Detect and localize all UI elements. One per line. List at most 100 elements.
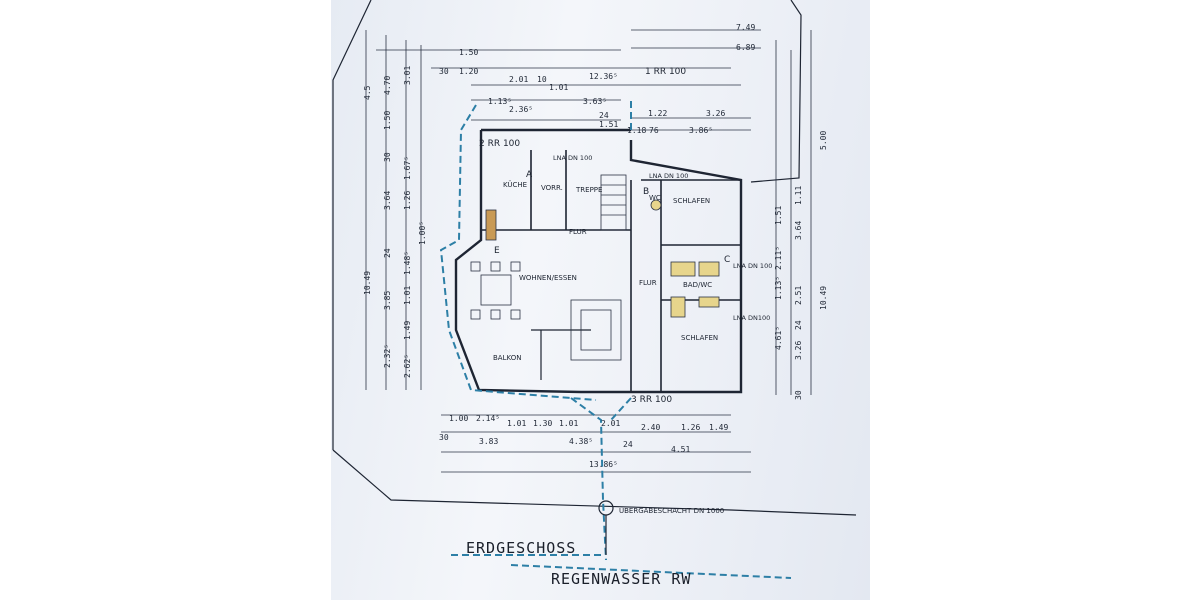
dim-left-6: 1.67⁵ — [403, 156, 412, 180]
dim-right-2: 1.11 — [794, 186, 803, 205]
dim-bottom-4: 1.30 — [533, 419, 552, 428]
dim-left-11: 1.01 — [403, 286, 412, 305]
dim-bottom-3: 1.01 — [507, 419, 526, 428]
dim-top-14: 1.51 — [599, 120, 618, 129]
dim-right-6: 1.13⁵ — [774, 276, 783, 300]
bathroom-fixtures — [485, 199, 720, 318]
pipe-label-lna2: LNA DN 100 — [649, 172, 688, 180]
room-label-wc: WC — [649, 194, 661, 202]
dim-bottom-6: 2.01 — [601, 419, 620, 428]
room-label-kueche: KÜCHE — [503, 180, 527, 189]
dim-left-8: 1.00⁵ — [418, 221, 427, 245]
dim-top-16: 76 — [649, 126, 659, 135]
dim-top-7: 3.63⁵ — [583, 97, 607, 106]
dim-top-6: 2.36⁵ — [509, 105, 533, 114]
plan-subtitle: REGENWASSER RW — [551, 570, 691, 588]
marker-b: B — [643, 187, 649, 197]
dim-left-12: 3.85 — [383, 291, 392, 310]
dim-right-11: 30 — [794, 390, 803, 400]
dim-left-15: 2.62⁵ — [403, 354, 412, 378]
shaft-symbol — [598, 500, 614, 516]
plan-title: ERDGESCHOSS — [466, 539, 576, 557]
sheet-border-bottom — [332, 449, 857, 516]
dim-top-4: 1.01 — [549, 83, 568, 92]
dims-right-group: 5.00 1.11 1.51 3.64 2.11⁵ 1.13⁵ 2.51 10.… — [774, 131, 828, 400]
dim-top-12: 1.22 — [648, 109, 667, 118]
floor-plan-drawing: KÜCHE VORR. TREPPE FLUR WOHNEN/ESSEN BAL… — [332, 0, 857, 588]
pipe-label-lna4: LNA DN100 — [733, 314, 770, 322]
dim-right-7: 2.51 — [794, 286, 803, 305]
dimension-lines-bottom — [441, 414, 751, 473]
room-label-bad: BAD/WC — [683, 281, 712, 289]
room-label-flur-left: FLUR — [569, 228, 587, 236]
shaft-label: ÜBERGABESCHACHT DN 1000 — [619, 506, 724, 515]
dim-bottom-14: 30 — [439, 433, 449, 442]
rainwater-pipes — [439, 100, 792, 579]
sheet-border-left — [332, 0, 372, 450]
dim-bottom-10: 3.83 — [479, 437, 498, 446]
dim-right-1: 5.00 — [819, 131, 828, 150]
dim-right-8: 10.49 — [819, 286, 828, 310]
dim-left-10: 1.48⁵ — [403, 251, 412, 275]
dim-bottom-2: 2.14⁵ — [476, 414, 500, 423]
dim-right-3: 1.51 — [774, 206, 783, 225]
dim-top-19: 24 — [599, 111, 609, 120]
marker-e: E — [494, 246, 500, 256]
pipe-label-lna3: LNA DN 100 — [733, 262, 772, 270]
dim-left-2: 4.70 — [383, 76, 392, 95]
dim-bottom-9: 1.49 — [709, 423, 728, 432]
pipe-label-rr2: 2 RR 100 — [479, 139, 520, 149]
dim-left-9: 10.49 — [363, 271, 372, 295]
room-label-treppe: TREPPE — [575, 186, 602, 194]
outer-walls — [454, 128, 743, 394]
staircase — [600, 174, 627, 231]
dining-table — [470, 261, 521, 320]
room-label-wohnen: WOHNEN/ESSEN — [519, 274, 577, 282]
dim-left-17: 24 — [383, 248, 392, 258]
dim-top-15: 1.18 — [627, 126, 646, 135]
dim-top-9: 3.86⁵ — [689, 126, 713, 135]
interior-walls — [481, 150, 741, 392]
dim-left-4: 1.50 — [383, 111, 392, 130]
dim-right-12: 24 — [794, 320, 803, 330]
dim-bottom-5: 1.01 — [559, 419, 578, 428]
sofa-group — [570, 299, 622, 361]
dim-top-2: 1.20 — [459, 67, 478, 76]
dim-top-8: 3.26 — [706, 109, 725, 118]
dim-top-1: 1.50 — [459, 48, 478, 57]
floor-plan-sheet: KÜCHE VORR. TREPPE FLUR WOHNEN/ESSEN BAL… — [331, 0, 870, 600]
dim-right-9: 4.61⁵ — [774, 326, 783, 350]
room-label-balkon: BALKON — [493, 354, 521, 362]
marker-c: C — [724, 255, 730, 265]
dim-left-7: 1.26 — [403, 191, 412, 210]
dimension-lines-right — [775, 30, 812, 395]
dim-right-4: 3.64 — [794, 221, 803, 240]
room-label-vorr: VORR. — [541, 184, 563, 192]
dimension-lines-left — [365, 30, 422, 390]
dims-left-group: 4.5 4.70 3.01 1.50 3.64 1.67⁵ 1.26 1.00⁵… — [363, 66, 427, 378]
dim-top-17: 30 — [439, 67, 449, 76]
room-label-schlafen-top: SCHLAFEN — [673, 197, 710, 205]
dim-bottom-13: 13.86⁵ — [589, 460, 618, 469]
dim-left-1: 4.5 — [363, 85, 372, 100]
room-label-schlafen-bottom: SCHLAFEN — [681, 334, 718, 342]
dim-bottom-12: 4.51 — [671, 445, 690, 454]
sheet-border-right — [750, 0, 802, 183]
dim-right-10: 3.26 — [794, 341, 803, 360]
pipe-label-rr1: 1 RR 100 — [645, 67, 686, 77]
dim-top-5: 12.36⁵ — [589, 72, 618, 81]
room-label-flur-right: FLUR — [639, 279, 657, 287]
dim-bottom-8: 1.26 — [681, 423, 700, 432]
dim-top-11: 6.89 — [736, 43, 755, 52]
dim-bottom-1: 1.00 — [449, 414, 468, 423]
dim-top-3: 2.01 — [509, 75, 528, 84]
dim-left-13: 1.49 — [403, 321, 412, 340]
dim-top-18: 10 — [537, 75, 547, 84]
dim-bottom-7: 2.40 — [641, 423, 660, 432]
dim-bottom-11: 4.38⁵ — [569, 437, 593, 446]
dim-right-5: 2.11⁵ — [774, 246, 783, 270]
dim-top-13: 1.13⁵ — [488, 97, 512, 106]
dim-left-5: 3.64 — [383, 191, 392, 210]
dim-left-3: 3.01 — [403, 66, 412, 85]
dim-left-16: 30 — [383, 152, 392, 162]
